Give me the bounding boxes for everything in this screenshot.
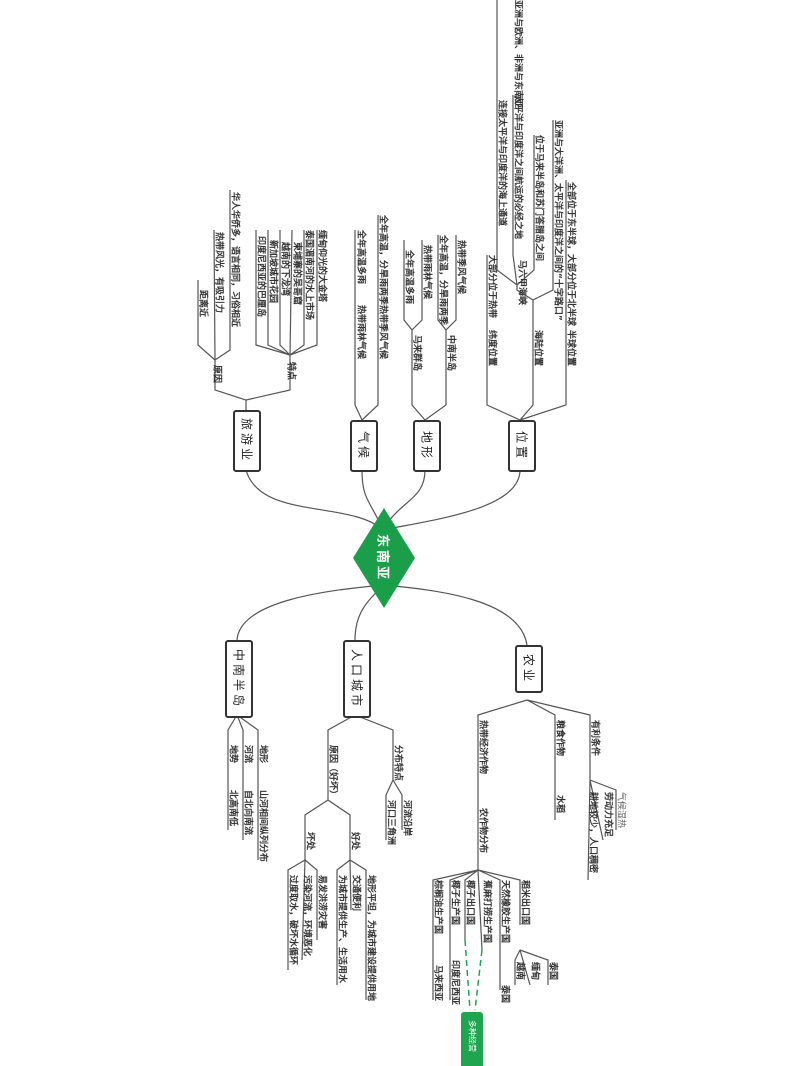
label-features: 特点 [285,362,296,381]
list-item: 棕榈油生产国 [432,880,443,935]
list-item: 新加坡城市花园 [267,240,278,304]
list-item: 印度尼西亚 [449,960,460,1006]
node-label: 位置 [514,430,529,461]
list-item: 自北向南流 [242,790,253,836]
node-label: 旅游业 [239,418,254,464]
list-item: 位于马来半岛和苏门答腊岛之间 [533,135,544,262]
list-item: 热带风光，有吸引力 [213,232,224,314]
list-item: 全年高温多雨 [355,230,366,285]
label-peninsula: 中南半岛 [445,335,456,372]
list-item: 热带季风气候 [455,240,466,295]
node-climate[interactable]: 气候 [350,420,378,472]
list-item: 气候湿热 [615,792,626,829]
list-item: 全年高温，分旱雨两季 [377,215,388,306]
list-item: 椰子出口国 [464,880,475,926]
label-hemisphere: 半球位置 [565,330,576,367]
list-item: 河流沿岸 [401,800,412,837]
list-item: 水稻 [554,795,565,814]
list-item: 易发洪涝灾害 [316,875,327,930]
node-label: 多种经营 [467,1020,477,1052]
node-population[interactable]: 人口城市 [343,640,371,718]
node-label: 人口城市 [349,648,364,709]
node-location[interactable]: 位置 [508,420,536,472]
label-rivers: 河流 [242,745,253,764]
list-item: 越南 [514,962,525,981]
list-item: 大部分位于热带 [486,255,497,319]
list-item: 北高南低 [227,790,238,827]
label-reasons: 原因 [211,365,222,384]
node-label: 地形 [419,430,434,461]
label-food-crops: 粮食作物 [554,720,565,757]
list-item: 为城市提供生产、生活用水 [336,875,347,984]
list-item: 全年高温多雨 [403,250,414,305]
label-cash-crops: 热带经济作物 [477,720,488,775]
node-indochina[interactable]: 中南半岛 [225,640,253,718]
node-terrain[interactable]: 地形 [413,420,441,472]
list-item: 连接太平洋与印度洋的海上通道 [496,100,507,227]
list-item: 缅甸仰光的大金塔 [316,230,327,303]
node-label: 农业 [521,653,536,684]
label-pros: 好处 [349,832,360,851]
label-rainforest: 热带雨林气候 [355,305,366,360]
list-item: 距离近 [197,290,208,318]
label-crop-distribution: 农作物分布 [477,808,488,854]
label-strait: 马六甲海峡 [516,260,527,306]
center-node[interactable]: 东南亚 [353,508,415,608]
list-item: 泰国 [547,962,558,981]
list-item: 交通便利 [350,875,361,912]
label-relief: 地势 [227,745,238,764]
list-item: 过度取水，破坏水循环 [287,875,298,966]
list-item: 河口三角洲 [385,800,396,846]
list-item: 泰国湄南河的水上市场 [303,230,314,321]
label-distribution: 分布特点 [392,745,403,782]
list-item: 蕉麻打捞生产国 [481,880,492,944]
list-item: 柬埔寨的吴哥窟 [291,242,302,306]
diamond-shape [353,508,415,608]
node-label: 气候 [356,430,371,461]
list-item: 全部位于东半球，大部分位于北半球 [565,182,576,327]
list-item: 马来西亚 [432,965,443,1002]
list-item: 耕地较少，人口稠密 [587,792,598,874]
list-item: 太平洋与印度洋之间航运的必经之地 [512,95,523,240]
node-tourism[interactable]: 旅游业 [233,410,261,472]
list-item: 印度尼西亚的巴厘岛 [255,236,266,318]
node-label: 中南半岛 [231,648,246,709]
list-item: 亚洲与欧洲、非洲与东南亚 [512,0,523,109]
label-monsoon: 热带季风气候 [377,305,388,360]
green-summary-node[interactable]: 多种经营 [461,1012,483,1066]
label-latitude: 纬度位置 [486,330,497,367]
list-item: 热带雨林气候 [421,245,432,300]
list-item: 华人华侨多，语言相同，习俗相近 [229,192,240,328]
center-label: 东南亚 [374,533,390,583]
list-item: 全年高温，分旱雨两季 [437,235,448,326]
label-reasons: 原因（好坏） [327,745,338,800]
list-item: 山河相间纵列分布 [257,790,268,863]
list-item: 亚洲与大洋洲、太平洋与印度洋之间的“十字路口” [552,120,563,321]
list-item: 缅甸 [529,962,540,981]
list-item: 地形平坦，为城市建设提供用地 [365,875,376,1002]
label-conditions: 有利条件 [589,720,600,757]
list-item: 泰国 [499,985,510,1004]
list-item: 越南的下龙湾 [279,242,290,297]
list-item: 稻米出口国 [519,880,530,926]
label-cons: 坏处 [304,832,315,851]
list-item: 天然橡胶生产国 [499,880,510,944]
label-terrain: 地形 [257,745,268,764]
list-item: 污染河流，环境恶化 [301,875,312,957]
list-item: 椰子生产国 [449,880,460,926]
label-archipelago: 马来群岛 [411,335,422,372]
label-land-sea: 海陆位置 [532,330,543,367]
list-item: 劳动力充足 [602,792,613,838]
node-agriculture[interactable]: 农业 [515,645,543,693]
